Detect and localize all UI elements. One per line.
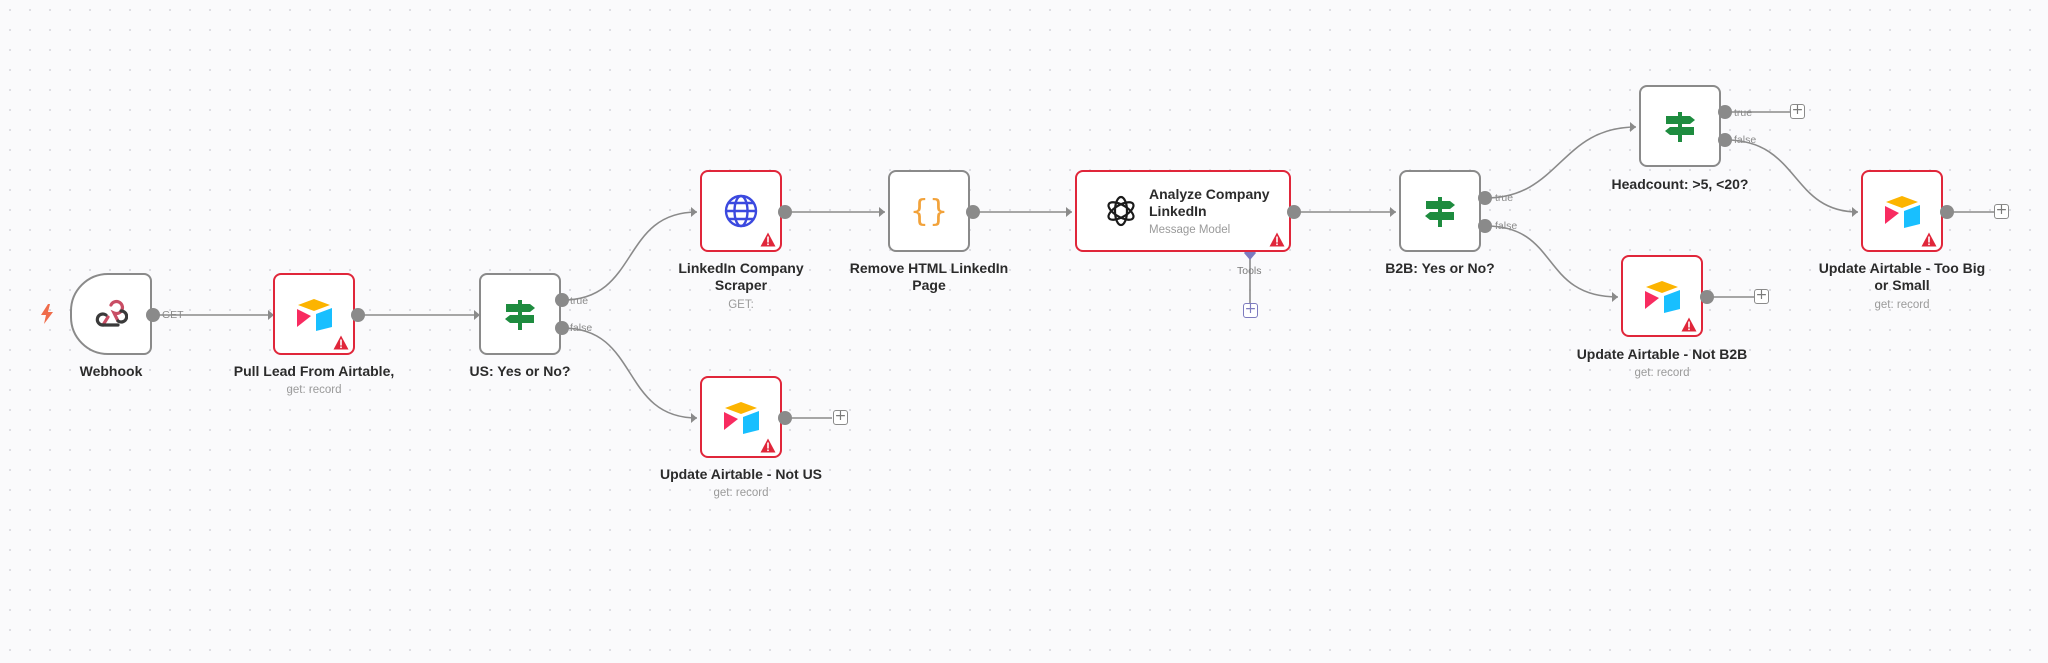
linkedin-scraper-sub: GET: xyxy=(728,299,754,311)
airtable-icon xyxy=(297,299,332,331)
edge-if-us-false-update xyxy=(562,327,698,419)
update-not-b2b-node[interactable] xyxy=(1621,255,1703,337)
webhook-icon xyxy=(95,299,128,327)
signpost-icon xyxy=(1665,112,1695,142)
remove-html-label-text: Remove HTML LinkedIn Page xyxy=(849,260,1009,293)
webhook-node-label: Webhook xyxy=(79,363,143,379)
update-too-big-sub: get: record xyxy=(1874,299,1930,311)
if-us-node[interactable] xyxy=(479,273,561,355)
analyze-company-title: Analyze Company LinkedIn xyxy=(1149,186,1270,219)
warning-triangle-icon xyxy=(1921,232,1937,247)
curly-braces-icon: {} xyxy=(912,194,946,229)
tools-label: Tools xyxy=(1237,265,1262,277)
update-not-us-node[interactable] xyxy=(700,376,782,458)
if-b2b-node[interactable] xyxy=(1399,170,1481,252)
edge-b2b-true-headcount xyxy=(1485,126,1637,199)
svg-text:{}: {} xyxy=(912,194,946,229)
analyze-company-sub: Message Model xyxy=(1149,224,1231,236)
update-not-b2b-label: Update Airtable - Not B2B xyxy=(1576,346,1748,362)
linkedin-scraper-label: LinkedIn Company Scraper xyxy=(651,260,831,294)
analyze-company-node[interactable]: Analyze Company LinkedIn Message Model xyxy=(1075,170,1291,252)
airtable-icon xyxy=(1885,196,1920,228)
update-too-big-label-text: Update Airtable - Too Big or Small xyxy=(1818,260,1986,293)
edge-if-us-true-linkedin xyxy=(562,211,698,301)
linkedin-scraper-label-text: LinkedIn Company Scraper xyxy=(678,260,804,293)
openai-icon xyxy=(1107,195,1135,227)
webhook-method-label: GET xyxy=(162,309,184,321)
add-node-button-not-us[interactable]: + xyxy=(833,408,848,425)
if-b2b-label: B2B: Yes or No? xyxy=(1385,260,1495,276)
if-headcount-node[interactable] xyxy=(1639,85,1721,167)
pull-lead-label: Pull Lead From Airtable, xyxy=(233,363,395,379)
add-tool-button[interactable]: + xyxy=(1243,301,1258,318)
add-node-button-not-b2b[interactable]: + xyxy=(1754,287,1769,304)
airtable-icon xyxy=(1645,281,1680,313)
edge-headcount-false-toobig xyxy=(1725,139,1859,213)
remove-html-label: Remove HTML LinkedIn Page xyxy=(839,260,1019,294)
warning-triangle-icon xyxy=(760,438,776,453)
pull-lead-node[interactable] xyxy=(273,273,355,355)
lightning-bolt-icon xyxy=(41,304,53,324)
webhook-node[interactable] xyxy=(70,273,152,355)
if-headcount-label: Headcount: >5, <20? xyxy=(1611,176,1749,192)
remove-html-node[interactable]: {} xyxy=(888,170,970,252)
update-not-b2b-sub: get: record xyxy=(1634,367,1690,379)
if-b2b-true-label: true xyxy=(1495,192,1514,204)
pull-lead-sub: get: record xyxy=(286,384,342,396)
warning-triangle-icon xyxy=(760,232,776,247)
update-too-big-node[interactable] xyxy=(1861,170,1943,252)
update-not-us-sub: get: record xyxy=(713,487,769,499)
update-not-us-label: Update Airtable - Not US xyxy=(659,466,823,482)
warning-triangle-icon xyxy=(1681,317,1697,332)
update-too-big-label: Update Airtable - Too Big or Small xyxy=(1812,260,1992,294)
globe-icon xyxy=(724,194,758,228)
airtable-icon xyxy=(724,402,759,434)
warning-triangle-icon xyxy=(333,335,349,350)
if-us-true-label: true xyxy=(570,295,589,307)
if-headcount-true-label: true xyxy=(1734,107,1753,119)
add-node-button-too-big[interactable]: + xyxy=(1994,202,2009,219)
if-b2b-false-label: false xyxy=(1495,220,1518,232)
add-node-button-headcount-true[interactable]: + xyxy=(1790,102,1805,119)
signpost-icon xyxy=(505,300,535,330)
warning-triangle-icon xyxy=(1269,232,1285,247)
signpost-icon xyxy=(1425,197,1455,227)
edge-b2b-false-not-b2b xyxy=(1485,225,1619,298)
if-headcount-false-label: false xyxy=(1734,134,1757,146)
if-us-label: US: Yes or No? xyxy=(469,363,571,379)
linkedin-scraper-node[interactable] xyxy=(700,170,782,252)
if-us-false-label: false xyxy=(570,322,593,334)
